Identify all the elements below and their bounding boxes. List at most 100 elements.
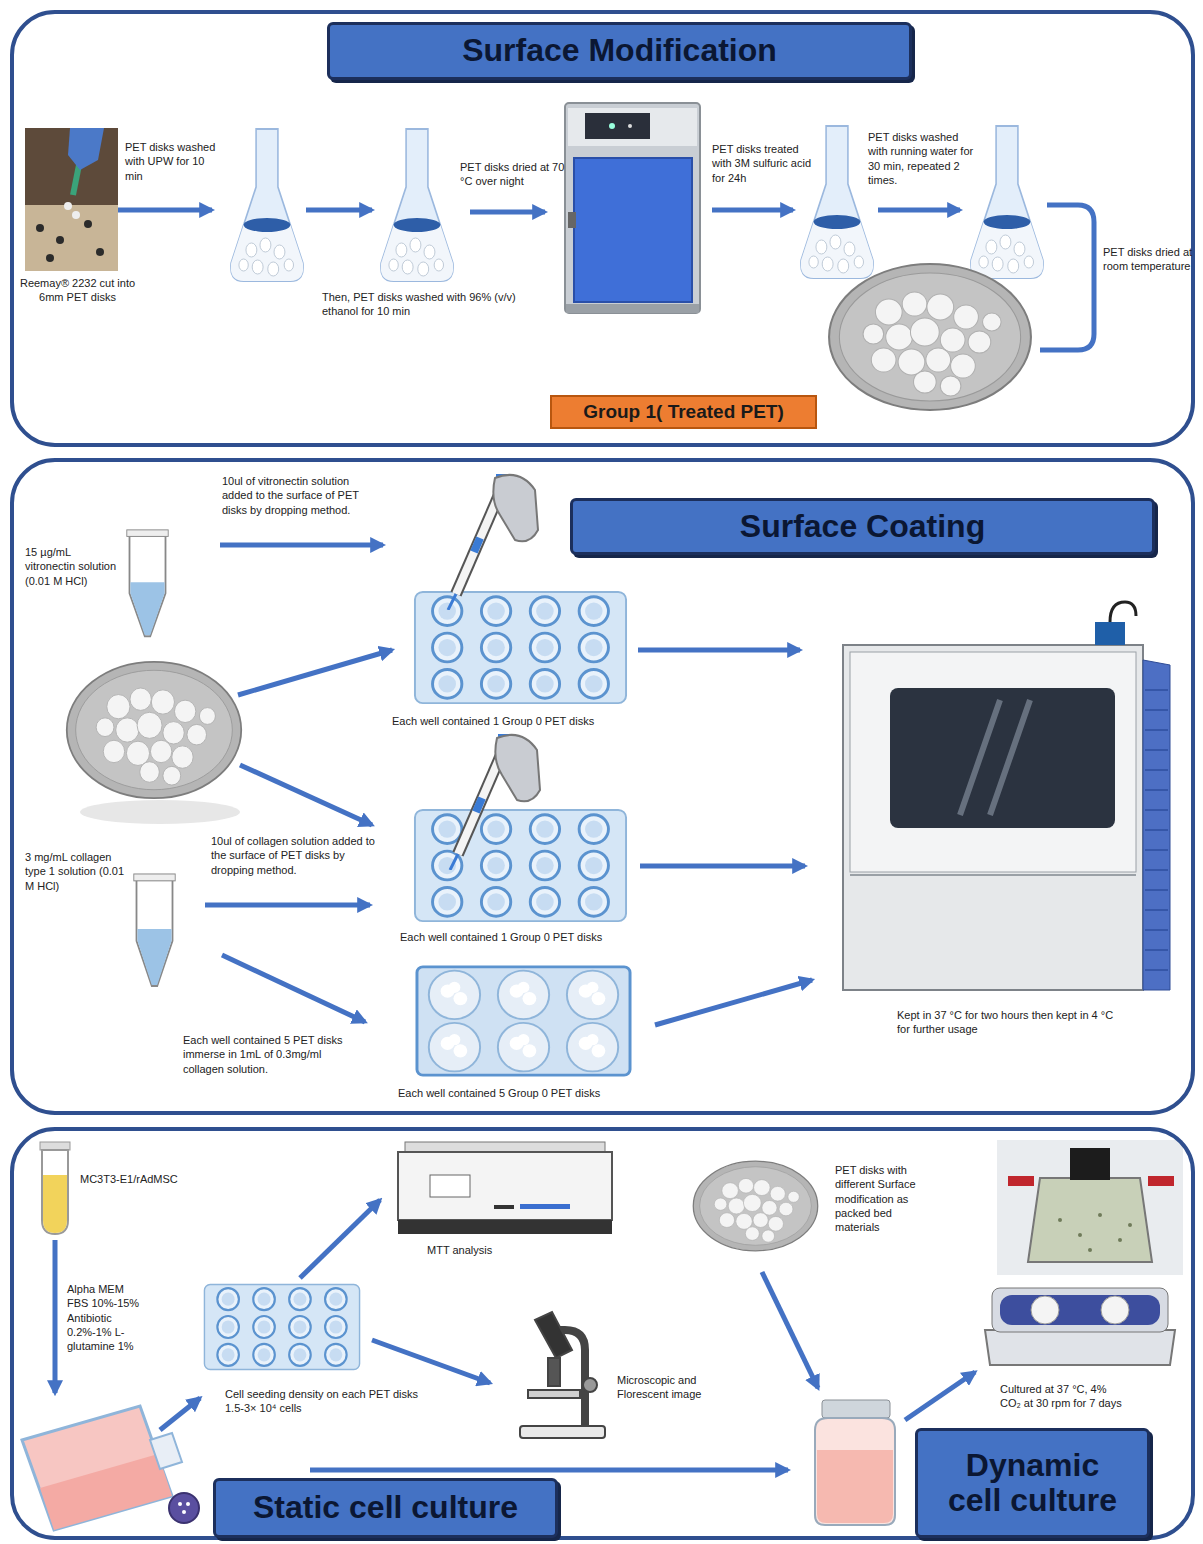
annotation-text: Reemay® 2232 cut into 6mm PET disks [15,276,140,305]
fabric-photo [96,248,104,256]
reagent-tubes [134,874,175,986]
coating-arrows [640,864,805,869]
culture-arrows [762,1272,818,1388]
annotation-text: MC3T3-E1/rAdMSC [80,1172,230,1186]
annotation-text: Each well contained 5 Group 0 PET disks [398,1086,648,1100]
coating-arrows [638,648,800,653]
fabric-photo [36,224,44,232]
section-heading: Surface Modification [327,22,912,80]
culture-arrows [372,1340,490,1383]
drying-oven [628,124,632,128]
incubator [1145,690,1168,970]
section-heading: Surface Coating [570,498,1155,555]
annotation-text: PET disks treated with 3M sulfuric acid … [712,142,817,185]
plate-reader [398,1152,612,1220]
drying-oven [566,304,699,313]
process-arrows [118,205,1094,350]
magnetic-stirrer [985,1288,1175,1365]
well-plates [415,810,626,921]
incubator [843,645,1143,990]
treated-disk-dish [829,264,1031,410]
annotation-text: PET disks dried at 70 °C over night [460,160,570,189]
annotation-text: 15 µg/mL vitronectin solution (0.01 M HC… [25,545,123,588]
plate-reader [520,1204,570,1209]
annotation-text: PET disks washed with running water for … [868,130,978,187]
annotation-text: Each well contained 1 Group 0 PET disks [392,714,642,728]
pipettes [450,734,540,870]
annotation-text: 10ul of vitronectin solution added to th… [222,474,380,517]
culture-flask [186,1502,190,1506]
fabric-photo [56,236,64,244]
incubator [1143,660,1170,990]
disk-dish [80,800,240,824]
group-box: Group 1( Treated PET) [550,395,817,429]
incubator [850,652,1136,872]
fabric-photo [25,128,118,271]
culture-flask [178,1502,182,1506]
magnetic-stirrer [992,1288,1168,1332]
spinner-flask-photo [997,1140,1183,1275]
drying-oven [585,113,650,139]
cell-tube [43,1175,67,1233]
flasks [231,129,303,281]
plate-reader [398,1220,612,1234]
culture-arrows [160,1398,200,1430]
spinner-flask-photo [1058,1218,1062,1222]
incubator [960,700,1030,815]
drying-oven [574,158,692,302]
spinner-flask-photo [1088,1248,1092,1252]
drying-oven [609,123,615,129]
process-arrows [712,208,793,213]
incubator [890,688,1115,828]
drying-oven [565,103,700,313]
well-plates [415,592,630,1075]
disk-dish [67,662,241,824]
spinner-flask-photo [1028,1178,1152,1262]
culture-flask [182,1510,186,1514]
magnetic-stirrer [1000,1295,1160,1325]
pipettes [448,474,538,610]
magnetic-stirrer [985,1330,1175,1365]
microscope [520,1426,605,1438]
cell-tube [42,1150,68,1234]
spinner-flask-photo [1148,1176,1174,1186]
spinner-flask-photo [1070,1148,1110,1180]
annotation-text: Alpha MEM FBS 10%-15% Antibiotic 0.2%-1%… [67,1282,147,1353]
fabric-photo [84,220,92,228]
culture-flask [150,1433,182,1469]
section-heading: Dynamic cell culture [915,1428,1150,1538]
medium-bottle [822,1400,890,1418]
process-arrows [470,210,545,215]
process-arrows [306,208,372,213]
annotation-text: 10ul of collagen solution added to the s… [211,834,376,877]
annotation-text: Microscopic and Florescent image [617,1373,737,1402]
annotation-text: PET disks with different Surface modific… [835,1163,935,1234]
fabric-photo [68,128,104,170]
annotation-text: PET disks dried at room temperature [1103,245,1195,274]
medium-bottle [817,1450,893,1523]
annotation-text: MTT analysis [427,1243,577,1257]
coating-arrows [220,543,383,548]
section-panel: Static cell culture Dynamic cell culture [10,1127,1195,1540]
culture-flask [40,1454,172,1530]
drying-oven [568,108,697,146]
medium-bottle [815,1418,895,1525]
annotation-text: Kept in 37 °C for two hours then kept in… [897,1008,1122,1037]
culture-flask [22,1406,199,1530]
fabric-photo [25,205,118,271]
incubator [850,874,1136,876]
annotation-text: 3 mg/mL collagen type 1 solution (0.01 M… [25,850,127,893]
plate-reader [398,1142,612,1234]
incubator [1110,602,1136,622]
coating-arrows [655,980,812,1025]
pipettes [448,474,540,870]
section-heading: Static cell culture [213,1478,558,1538]
culture-arrows [905,1372,975,1420]
incubator [843,602,1170,990]
microscope [535,1312,572,1358]
microscope [528,1390,580,1398]
culture-arrows [300,1200,380,1278]
microscope [548,1358,560,1386]
fabric-photo [72,211,80,219]
